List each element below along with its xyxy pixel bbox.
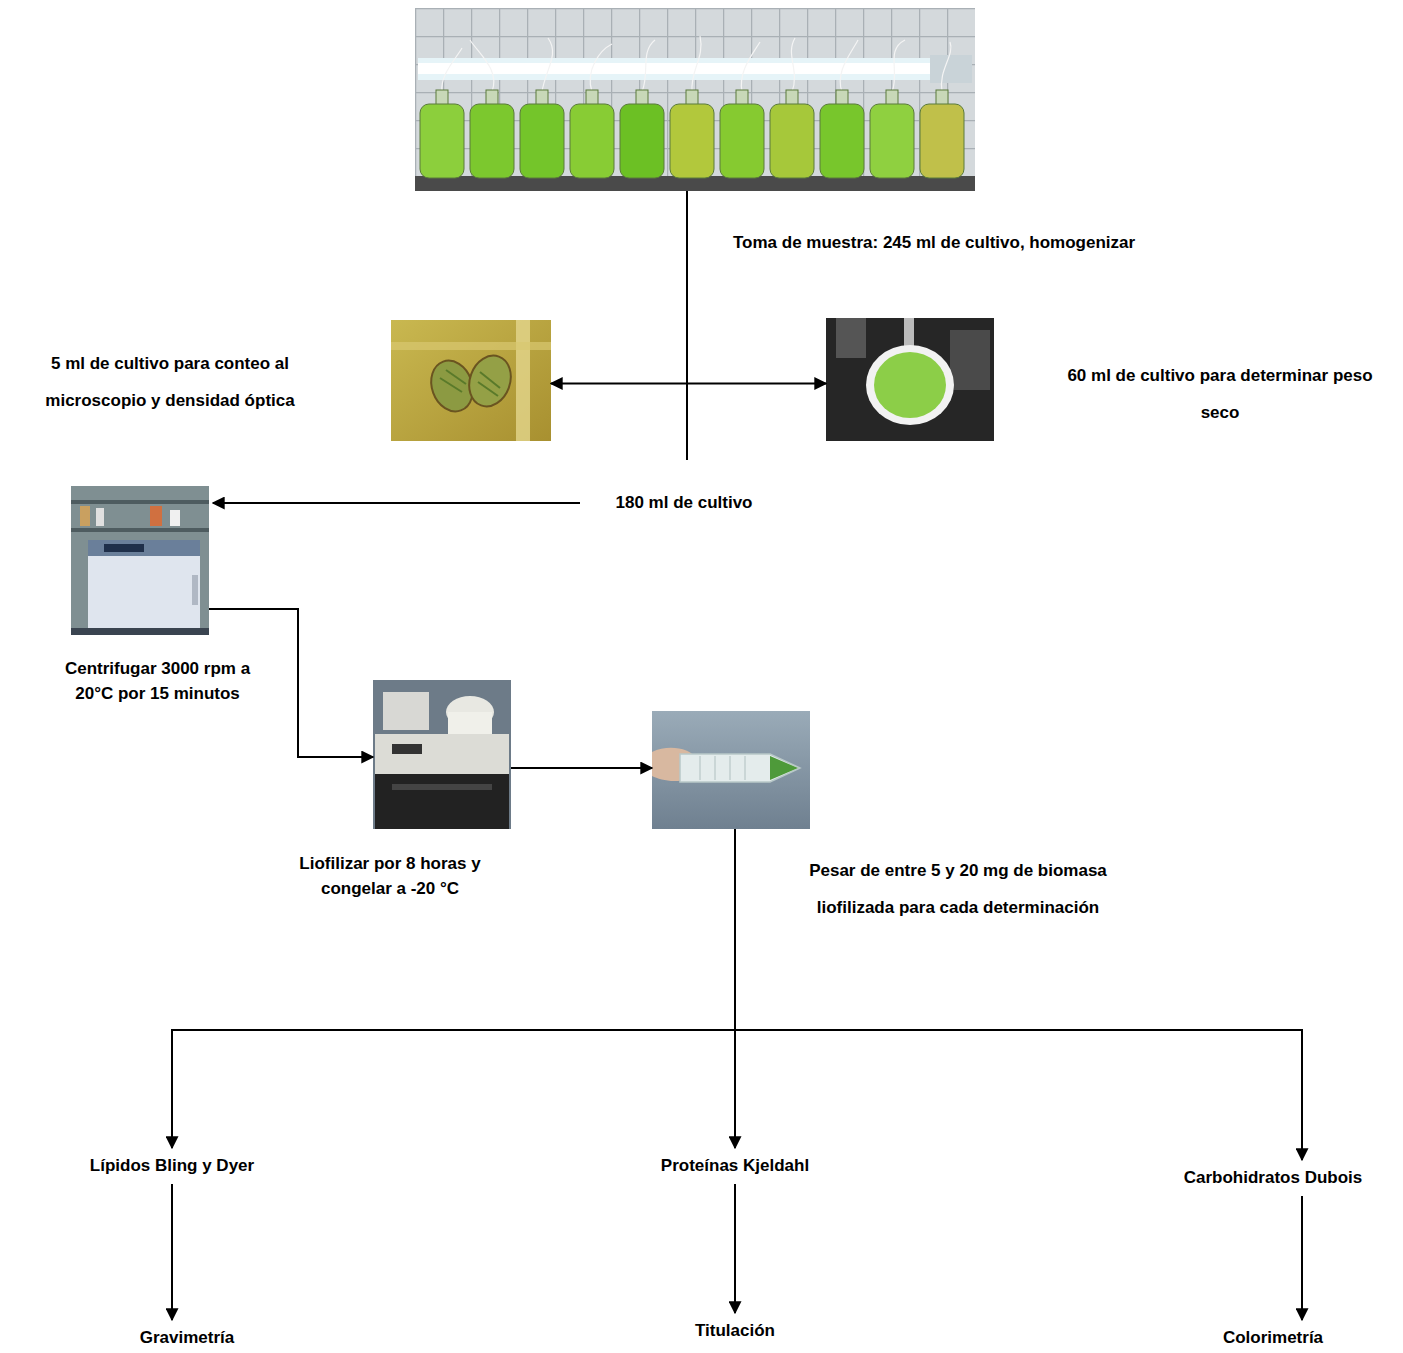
flow-arrow bbox=[735, 829, 1302, 1160]
cultures-photo bbox=[415, 8, 975, 191]
edge-label: 180 ml de cultivo bbox=[612, 492, 757, 514]
photo-step: Pesar de entre 5 y 20 mg de biomasa liof… bbox=[652, 711, 810, 829]
method-text: Carbohidratos Dubois bbox=[1184, 1168, 1363, 1188]
freeze-dryer-photo bbox=[373, 680, 511, 829]
flow-arrow bbox=[171, 1184, 173, 1320]
photo-step: Toma de muestra: 245 ml de cultivo, homo… bbox=[415, 8, 975, 191]
flow-arrow bbox=[511, 767, 652, 769]
method-text: Gravimetría bbox=[140, 1328, 235, 1348]
method-text: Colorimetría bbox=[1223, 1328, 1323, 1348]
method-text: Lípidos Bling y Dyer bbox=[90, 1156, 254, 1176]
flow-arrow bbox=[551, 383, 826, 385]
filter-photo bbox=[826, 318, 994, 441]
method-label: Carbohidratos Dubois bbox=[1180, 1166, 1367, 1190]
method-label: Gravimetría bbox=[136, 1326, 239, 1350]
step-caption: 5 ml de cultivo para conteo al microscop… bbox=[5, 345, 335, 419]
flow-arrow bbox=[209, 609, 373, 757]
photo-step: Liofilizar por 8 horas y congelar a -20 … bbox=[373, 680, 511, 829]
step-caption: 60 ml de cultivo para determinar peso se… bbox=[1060, 357, 1380, 431]
microscope-photo bbox=[391, 320, 551, 441]
flow-arrow bbox=[213, 191, 687, 503]
step-caption: Centrifugar 3000 rpm a 20°C por 15 minut… bbox=[45, 656, 270, 706]
flow-arrow bbox=[734, 1184, 736, 1313]
flow-arrow bbox=[172, 829, 735, 1148]
method-text: Titulación bbox=[695, 1321, 775, 1341]
step-caption: Toma de muestra: 245 ml de cultivo, homo… bbox=[733, 231, 1135, 255]
photo-step: Centrifugar 3000 rpm a 20°C por 15 minut… bbox=[71, 486, 209, 635]
photo-step: 60 ml de cultivo para determinar peso se… bbox=[826, 318, 994, 441]
flow-arrow bbox=[1301, 1196, 1303, 1320]
photo-step: 5 ml de cultivo para conteo al microscop… bbox=[391, 320, 551, 441]
step-caption: Liofilizar por 8 horas y congelar a -20 … bbox=[275, 851, 505, 901]
method-label: Colorimetría bbox=[1219, 1326, 1327, 1350]
method-label: Titulación bbox=[691, 1319, 779, 1343]
method-label: Proteínas Kjeldahl bbox=[657, 1154, 813, 1178]
centrifuge-photo bbox=[71, 486, 209, 635]
step-caption: Pesar de entre 5 y 20 mg de biomasa liof… bbox=[778, 852, 1138, 926]
tube-photo bbox=[652, 711, 810, 829]
method-label: Lípidos Bling y Dyer bbox=[86, 1154, 258, 1178]
method-text: Proteínas Kjeldahl bbox=[661, 1156, 809, 1176]
